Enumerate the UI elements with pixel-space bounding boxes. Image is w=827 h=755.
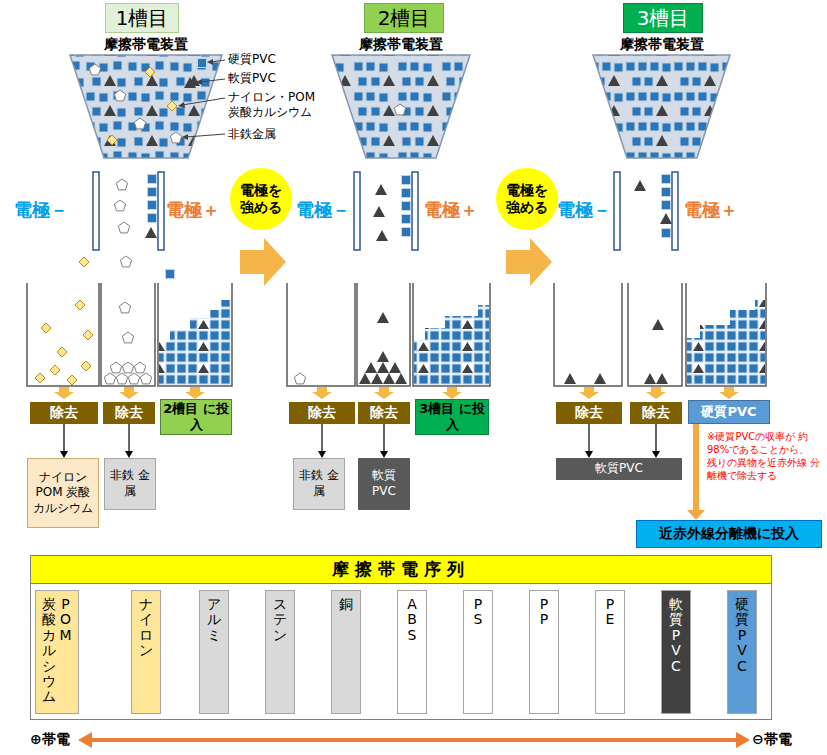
column-text: ステン xyxy=(273,597,287,643)
flow-arrow xyxy=(60,424,68,458)
remove-box: 除去 xyxy=(556,402,622,424)
box-text: 近赤外線分離機に投入 xyxy=(659,525,799,543)
box-text: 2槽目 に投入 xyxy=(161,401,231,432)
callout-label: ナイロン・POM 炭酸カルシウム xyxy=(228,90,323,120)
feed-box: 2槽目 に投入 xyxy=(160,399,232,435)
box-text: 非鉄 金属 xyxy=(108,468,152,499)
column-text: アルミ xyxy=(207,597,221,643)
step-circle: 電極を 強める xyxy=(496,168,558,230)
box-text: 除去 xyxy=(50,404,78,422)
stage-header: 2槽目 xyxy=(364,3,444,33)
device-label: 摩擦帯電装置 xyxy=(592,36,732,54)
electrode-label: 電極＋ xyxy=(424,198,486,222)
output-box: 軟質 PVC xyxy=(358,458,410,510)
electrode-label: 電極－ xyxy=(14,198,76,222)
feed-box: 3槽目 に投入 xyxy=(415,399,489,435)
flow-arrow xyxy=(652,424,660,458)
note-text: ※硬質PVCの収率が 約98%であることから、 残りの異物を近赤外線 分離機で除… xyxy=(707,430,822,482)
stage-header: 1槽目 xyxy=(105,3,179,33)
box-text: 電極を 強める xyxy=(504,182,550,216)
electrode-label: 電極＋ xyxy=(684,198,746,222)
output-box: 非鉄 金属 xyxy=(104,458,156,510)
box-text: 摩擦帯電序列 xyxy=(31,556,771,584)
column-text: ABS xyxy=(405,597,419,643)
bins xyxy=(27,283,766,386)
falling-particles xyxy=(79,175,672,279)
callout-leaders xyxy=(178,59,225,140)
flow-arrow xyxy=(687,424,705,520)
flow-arrow xyxy=(380,424,388,458)
discharge-arrows xyxy=(54,387,739,399)
series-column: ステン xyxy=(265,590,295,714)
stage-header: 3槽目 xyxy=(623,3,703,33)
process-box: 近赤外線分離機に投入 xyxy=(636,520,822,548)
callout-label: 非鉄金属 xyxy=(228,127,308,142)
step-circle: 電極を 強める xyxy=(230,168,292,230)
series-column: 硬質PVC xyxy=(727,590,757,714)
electrodes xyxy=(93,172,678,250)
axis-label: ⊖帯電 xyxy=(752,731,812,749)
bin-contents xyxy=(35,300,765,385)
column-text: PE xyxy=(603,597,617,628)
series-column: ABS xyxy=(397,590,427,714)
remove-box: 除去 xyxy=(358,402,410,424)
remove-box: 除去 xyxy=(630,402,682,424)
column-text: ナイロン xyxy=(139,597,153,659)
series-column: ナイロン xyxy=(131,590,161,714)
box-text: 除去 xyxy=(370,404,398,422)
box-text: ナイロン POM 炭酸 カルシウム xyxy=(31,470,95,517)
axis-label: ⊕帯電 xyxy=(30,731,80,749)
device-label: 摩擦帯電装置 xyxy=(76,36,216,54)
box-text: 硬質PVC xyxy=(701,403,756,421)
box-text: 除去 xyxy=(308,404,336,422)
device-label: 摩擦帯電装置 xyxy=(331,36,471,54)
remove-box: 除去 xyxy=(30,402,98,424)
output-box: 非鉄 金属 xyxy=(293,458,345,510)
column-text: PP xyxy=(537,597,551,628)
column-text: POM xyxy=(59,597,73,643)
flow-arrow xyxy=(585,424,593,458)
column-text: PS xyxy=(471,597,485,628)
flow-arrow xyxy=(125,424,133,458)
series-column: PE xyxy=(595,590,625,714)
series-column: アルミ xyxy=(199,590,229,714)
box-text: 電極を 強める xyxy=(238,182,284,216)
electrode-label: 電極－ xyxy=(296,198,354,222)
series-column: 銅 xyxy=(331,590,361,714)
hoppers xyxy=(70,55,730,158)
electrode-label: 電極－ xyxy=(557,198,614,222)
series-column: 軟質PVC xyxy=(661,590,691,714)
electrode-label: 電極＋ xyxy=(166,198,228,222)
charge-axis-arrow xyxy=(78,732,750,748)
flow-arrow xyxy=(318,424,326,458)
series-panel: 摩擦帯電序列 POM炭酸カルシウム ナイロン アルミ ステン 銅 ABS PS PP PE 軟質PV… xyxy=(30,555,772,720)
stage-arrows xyxy=(240,238,552,286)
remove-box: 除去 xyxy=(289,402,355,424)
callout-label: 軟質PVC xyxy=(228,71,308,86)
callout-label: 硬質PVC xyxy=(228,52,308,67)
remove-box: 除去 xyxy=(103,402,155,424)
output-box: 軟質PVC xyxy=(556,458,682,480)
box-text: 軟質 PVC xyxy=(361,468,407,499)
product-box: 硬質PVC xyxy=(688,400,770,424)
box-text: 除去 xyxy=(115,404,143,422)
column-text: 硬質PVC xyxy=(735,597,749,674)
box-text: 3槽目 に投入 xyxy=(416,401,488,432)
series-column: PP xyxy=(529,590,559,714)
output-box: ナイロン POM 炭酸 カルシウム xyxy=(27,458,99,528)
box-text: 軟質PVC xyxy=(595,461,643,477)
box-text: 3槽目 xyxy=(637,5,690,32)
box-text: 除去 xyxy=(642,404,670,422)
box-text: 2槽目 xyxy=(378,5,431,32)
series-column: POM炭酸カルシウム xyxy=(35,590,79,714)
box-text: 1槽目 xyxy=(116,5,169,32)
series-column: PS xyxy=(463,590,493,714)
column-text: 銅 xyxy=(339,597,353,612)
box-text: 非鉄 金属 xyxy=(297,468,341,499)
column-text: 軟質PVC xyxy=(669,597,683,674)
box-text: 除去 xyxy=(575,404,603,422)
column-text: 炭酸カルシウム xyxy=(42,597,56,705)
